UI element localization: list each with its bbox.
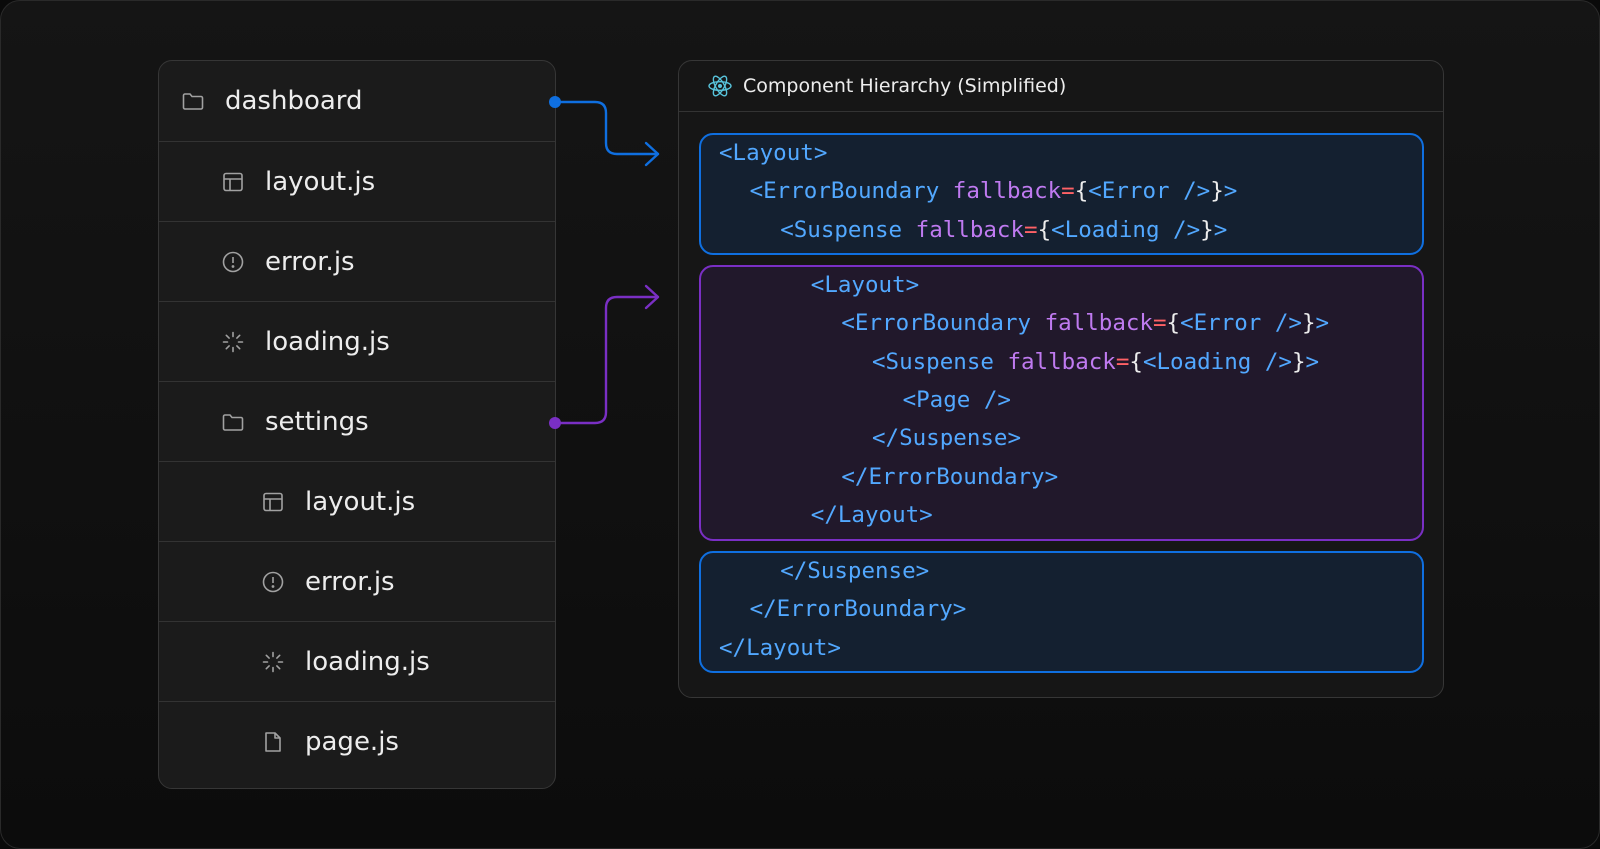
code-tag: <Suspense [780, 216, 903, 243]
tree-item-dashboard[interactable]: dashboard [159, 61, 555, 141]
code-line: <ErrorBoundary fallback={<Error />}> [749, 178, 1238, 205]
code-line: </ErrorBoundary> [750, 590, 967, 629]
tree-item-settings[interactable]: settings [159, 381, 555, 461]
folder-icon [181, 89, 205, 113]
code-value: <Loading /> [1051, 216, 1201, 243]
code-tag: <Layout> [810, 272, 920, 298]
inner-block [699, 265, 1424, 541]
tree-item-label: loading.js [305, 646, 430, 677]
react-icon [707, 73, 733, 99]
tree-item-label: error.js [265, 246, 355, 277]
code-tag: <Layout> [719, 140, 828, 166]
code-tag: <ErrorBoundary [749, 178, 940, 205]
file-tree: dashboard layout.js error.js loading.js … [158, 60, 556, 789]
code-line: <Suspense fallback={<Loading />}> [872, 348, 1320, 375]
file-icon [261, 730, 285, 754]
code-line: <Layout> [719, 134, 827, 173]
loading-icon [261, 650, 285, 674]
folder-icon [221, 410, 245, 434]
code-line: <Page /> [903, 381, 1011, 420]
tree-item-label: settings [265, 406, 369, 437]
code-tag: </ErrorBoundary> [841, 463, 1059, 490]
tree-item-label: error.js [305, 566, 395, 597]
error-icon [221, 250, 245, 274]
tree-item-settings-loading[interactable]: loading.js [159, 621, 555, 701]
code-tag: </ErrorBoundary> [749, 596, 967, 623]
code-tag: </Suspense> [780, 558, 930, 584]
code-value: <Error /> [1180, 310, 1302, 337]
component-hierarchy-panel: Component Hierarchy (Simplified) <Layout… [678, 60, 1444, 698]
code-tag: </Layout> [810, 501, 933, 528]
code-line: <Layout> [811, 266, 919, 305]
code-line: </Suspense> [780, 552, 929, 591]
code-line: </Layout> [719, 629, 841, 668]
code-value: <Error /> [1088, 178, 1211, 205]
panel-title: Component Hierarchy (Simplified) [743, 75, 1067, 97]
code-attr: fallback [1044, 310, 1153, 337]
code-tag: </Layout> [719, 634, 841, 661]
tree-item-label: dashboard [225, 86, 363, 116]
layout-icon [261, 490, 285, 514]
dashboard-connector [549, 96, 660, 167]
code-tag: </Suspense> [872, 425, 1022, 452]
tree-item-settings-error[interactable]: error.js [159, 541, 555, 621]
code-tag: <Suspense [872, 348, 994, 375]
code-line: </Suspense> [872, 419, 1021, 458]
panel-header: Component Hierarchy (Simplified) [679, 61, 1443, 112]
code-tag: <ErrorBoundary [841, 310, 1032, 337]
tree-item-label: loading.js [265, 326, 390, 357]
code-attr: fallback [1007, 348, 1116, 375]
code-attr: fallback [952, 178, 1062, 205]
tree-item-settings-layout[interactable]: layout.js [159, 461, 555, 541]
code-line: <ErrorBoundary fallback={<Error />}> [841, 310, 1330, 337]
settings-connector [549, 284, 660, 429]
layout-icon [221, 170, 245, 194]
code-attr: fallback [915, 216, 1025, 243]
code-tag: <Page /> [902, 386, 1011, 413]
tree-item-settings-page[interactable]: page.js [159, 701, 555, 781]
code-value: <Loading /> [1142, 348, 1292, 375]
error-icon [261, 570, 285, 594]
outer-open-block [699, 133, 1424, 255]
outer-close-block [699, 551, 1424, 673]
code-line: <Suspense fallback={<Loading />}> [780, 216, 1228, 243]
tree-item-label: page.js [305, 726, 399, 757]
tree-item-loading[interactable]: loading.js [159, 301, 555, 381]
loading-icon [221, 330, 245, 354]
tree-item-error[interactable]: error.js [159, 221, 555, 301]
tree-item-label: layout.js [265, 166, 376, 197]
code-line: </ErrorBoundary> [841, 458, 1058, 497]
code-line: </Layout> [811, 496, 933, 535]
tree-item-label: layout.js [305, 486, 416, 517]
tree-item-layout[interactable]: layout.js [159, 141, 555, 221]
